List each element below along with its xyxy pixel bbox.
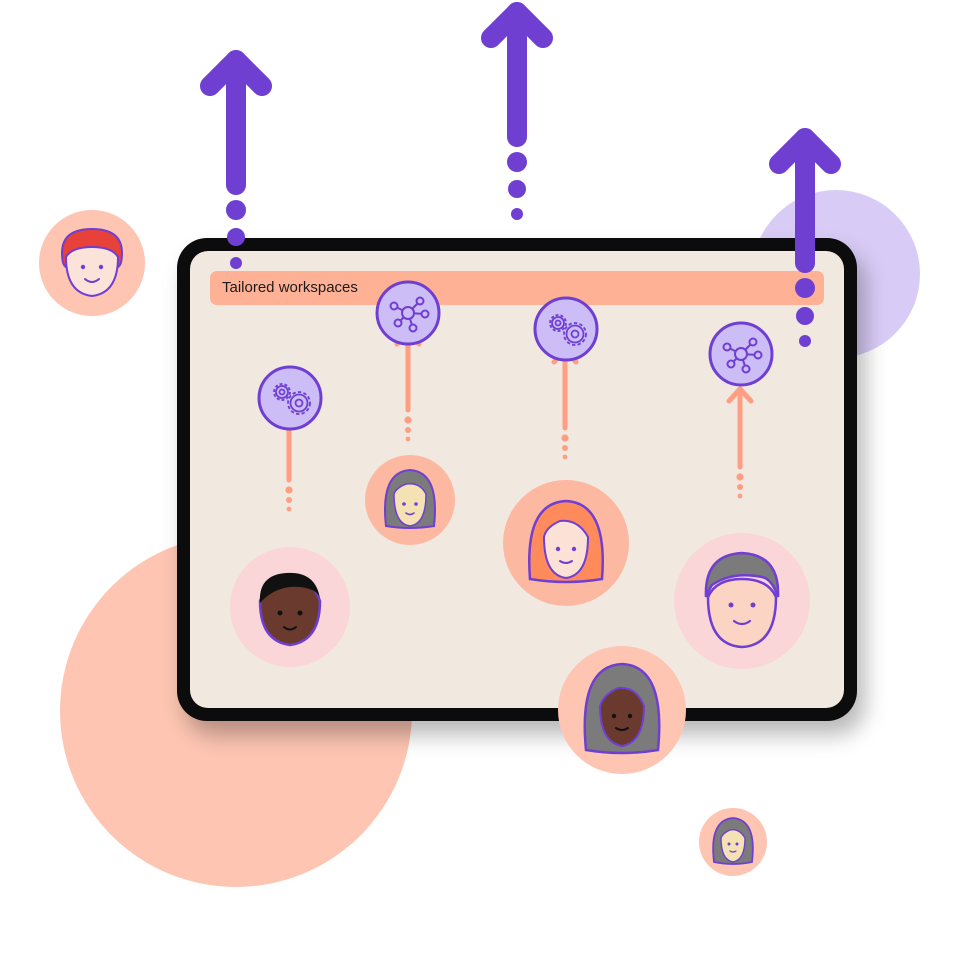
small-arrow-up-icon-3 [554, 350, 576, 459]
avatar-grey-hair-man [674, 533, 810, 669]
workspace-title-bar: Tailored workspaces [210, 271, 824, 305]
gears-icon-1 [257, 365, 323, 431]
avatar-red-hair-man [39, 210, 145, 316]
gears-icon-2 [533, 296, 599, 362]
avatar-small-grey-hair-woman [699, 808, 767, 876]
small-arrow-up-icon-2 [397, 332, 419, 441]
avatar-grey-hair-woman [365, 455, 455, 545]
workspace-title: Tailored workspaces [222, 279, 358, 296]
small-arrow-up-icon-4 [729, 389, 751, 498]
avatar-dark-man [230, 547, 350, 667]
avatar-dark-woman [558, 646, 686, 774]
network-nodes-icon-1 [375, 280, 441, 346]
network-nodes-icon-2 [708, 321, 774, 387]
arrow-up-icon-center [491, 12, 543, 220]
arrow-up-icon-left [210, 60, 262, 269]
avatar-orange-hair-woman [503, 480, 629, 606]
arrow-up-icon-right [779, 138, 831, 347]
